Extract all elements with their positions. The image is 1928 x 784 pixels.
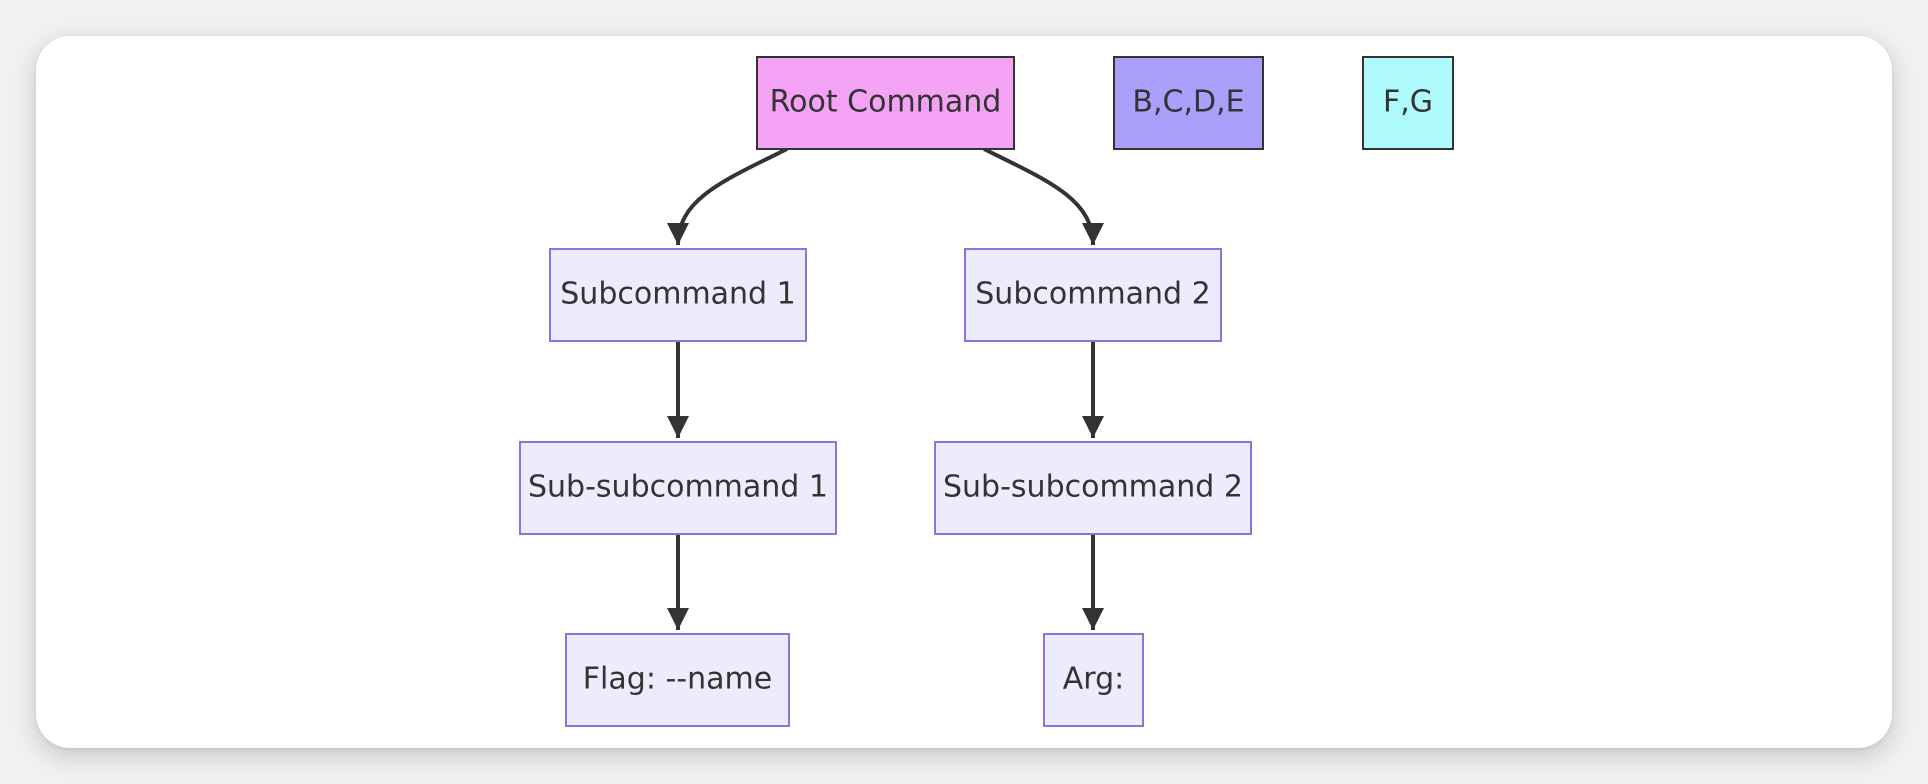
- node-arg-label: Arg:: [1063, 662, 1124, 697]
- node-root-command-label: Root Command: [770, 85, 1002, 120]
- node-sub-subcommand-1-box: [519, 441, 837, 535]
- node-subcommand-2-box: [964, 248, 1222, 342]
- node-arg-box: [1043, 633, 1144, 727]
- node-sub-subcommand-1-label: Sub-subcommand 1: [528, 470, 828, 505]
- node-subcommand-1-box: [549, 248, 807, 342]
- node-subcommand-1-label: Subcommand 1: [560, 277, 795, 312]
- node-sub-subcommand-1: Sub-subcommand 1: [519, 441, 837, 535]
- node-class-bcde: B,C,D,E: [1113, 56, 1264, 150]
- node-class-bcde-label: B,C,D,E: [1132, 85, 1244, 120]
- node-class-bcde-box: [1113, 56, 1264, 150]
- node-subcommand-2: Subcommand 2: [964, 248, 1222, 342]
- node-sub-subcommand-2-label: Sub-subcommand 2: [943, 470, 1243, 505]
- node-root-command: Root Command: [756, 56, 1015, 150]
- node-root-command-box: [756, 56, 1015, 150]
- node-class-fg: F,G: [1362, 56, 1454, 150]
- node-arg: Arg:: [1043, 633, 1144, 727]
- node-class-fg-label: F,G: [1383, 85, 1433, 120]
- node-sub-subcommand-2: Sub-subcommand 2: [934, 441, 1252, 535]
- node-class-fg-box: [1362, 56, 1454, 150]
- node-sub-subcommand-2-box: [934, 441, 1252, 535]
- node-flag-name-label: Flag: --name: [583, 662, 772, 697]
- edge-root-to-subcommand-1: [667, 147, 788, 246]
- node-subcommand-2-label: Subcommand 2: [975, 277, 1210, 312]
- node-flag-name: Flag: --name: [565, 633, 790, 727]
- node-subcommand-1: Subcommand 1: [549, 248, 807, 342]
- edge-root-to-subcommand-2: [983, 147, 1104, 246]
- node-flag-name-box: [565, 633, 790, 727]
- diagram-canvas: [36, 36, 1892, 748]
